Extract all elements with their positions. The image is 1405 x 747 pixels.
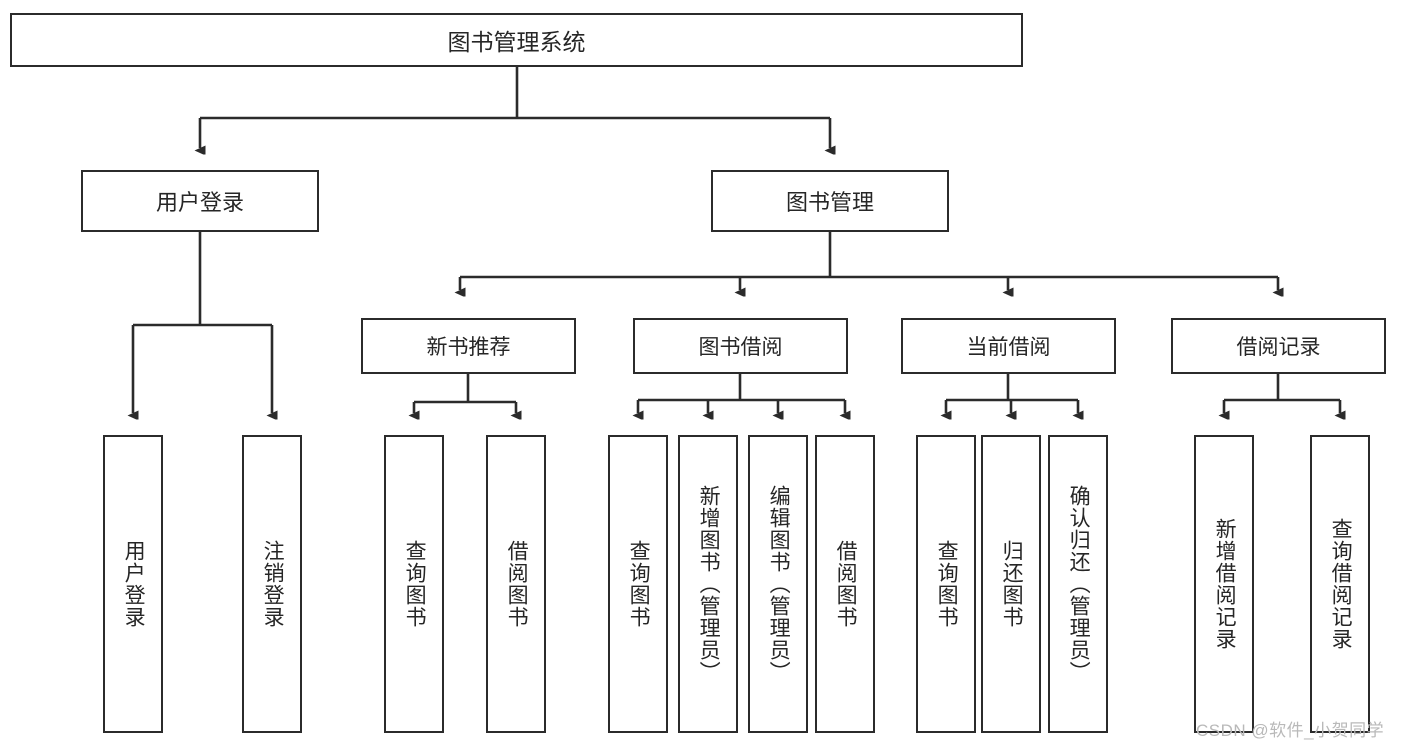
- watermark: CSDN @软件_小贺同学: [1196, 721, 1385, 740]
- node-current-borrow[interactable]: 当前借阅: [901, 318, 1116, 374]
- node-leaf-return-book[interactable]: 归还图书: [981, 435, 1041, 733]
- node-leaf-borrow-book-2[interactable]: 借阅图书: [815, 435, 875, 733]
- node-current-borrow-label: 当前借阅: [966, 336, 1051, 359]
- node-leaf-return-book-label: 归还图书: [1000, 540, 1024, 628]
- node-leaf-query-book-3-label: 查询图书: [935, 540, 959, 628]
- node-user-login-label: 用户登录: [155, 190, 244, 215]
- node-leaf-edit-book[interactable]: 编辑图书（管理员）: [748, 435, 808, 733]
- node-book-borrow[interactable]: 图书借阅: [633, 318, 848, 374]
- node-new-book-recommend[interactable]: 新书推荐: [361, 318, 576, 374]
- node-user-login[interactable]: 用户登录: [81, 170, 319, 232]
- node-leaf-add-record-label: 新增借阅记录: [1213, 518, 1237, 650]
- node-leaf-add-book-label: 新增图书（管理员）: [697, 485, 721, 683]
- node-leaf-query-book-1[interactable]: 查询图书: [384, 435, 444, 733]
- node-book-borrow-label: 图书借阅: [698, 336, 783, 359]
- node-leaf-confirm-return-label: 确认归还（管理员）: [1067, 485, 1091, 683]
- node-leaf-user-login[interactable]: 用户登录: [103, 435, 163, 733]
- node-leaf-borrow-book-1[interactable]: 借阅图书: [486, 435, 546, 733]
- node-root[interactable]: 图书管理系统: [10, 13, 1023, 67]
- node-book-manage-label: 图书管理: [785, 190, 874, 215]
- node-leaf-query-book-2-label: 查询图书: [627, 540, 651, 628]
- node-new-book-recommend-label: 新书推荐: [426, 336, 511, 359]
- node-leaf-add-book[interactable]: 新增图书（管理员）: [678, 435, 738, 733]
- node-leaf-query-book-2[interactable]: 查询图书: [608, 435, 668, 733]
- node-leaf-user-login-label: 用户登录: [122, 540, 146, 628]
- node-leaf-borrow-book-1-label: 借阅图书: [505, 540, 529, 628]
- node-leaf-query-record-label: 查询借阅记录: [1329, 518, 1353, 650]
- node-borrow-record[interactable]: 借阅记录: [1171, 318, 1386, 374]
- node-leaf-borrow-book-2-label: 借阅图书: [834, 540, 858, 628]
- node-borrow-record-label: 借阅记录: [1236, 336, 1321, 359]
- node-leaf-confirm-return[interactable]: 确认归还（管理员）: [1048, 435, 1108, 733]
- node-leaf-query-book-1-label: 查询图书: [403, 540, 427, 628]
- node-book-manage[interactable]: 图书管理: [711, 170, 949, 232]
- node-leaf-edit-book-label: 编辑图书（管理员）: [767, 485, 791, 683]
- node-leaf-query-record[interactable]: 查询借阅记录: [1310, 435, 1370, 733]
- node-leaf-add-record[interactable]: 新增借阅记录: [1194, 435, 1254, 733]
- node-leaf-query-book-3[interactable]: 查询图书: [916, 435, 976, 733]
- node-leaf-logout-label: 注销登录: [261, 540, 285, 628]
- node-leaf-logout[interactable]: 注销登录: [242, 435, 302, 733]
- node-root-label: 图书管理系统: [447, 29, 586, 55]
